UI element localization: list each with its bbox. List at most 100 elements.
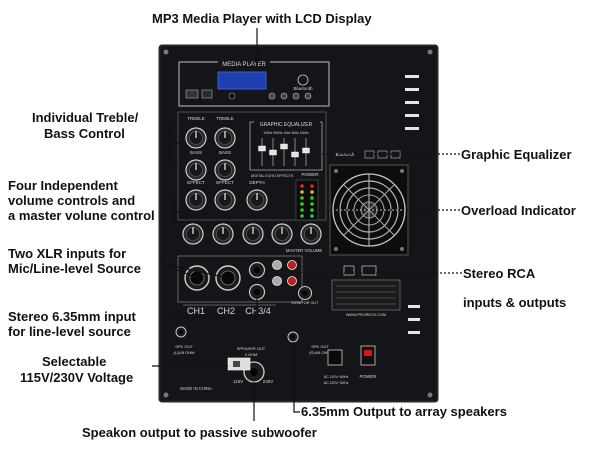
treble-knob[interactable] [214,127,236,149]
monitor-out-label: MONITOR OUT [292,301,320,305]
led-dot [310,208,314,212]
rca-input-left[interactable] [272,260,282,270]
led-dot [310,214,314,218]
volume-knob-ch2[interactable] [212,223,234,245]
jack-callout-line1: Stereo 6.35mm input [8,309,137,324]
made-in-label: MADE IN CHINA [180,386,212,391]
volume-knob-ch1[interactable] [182,223,204,245]
spk-out-left-ohm: (L)4/8 OHM [174,350,195,355]
lcd-display [217,71,267,90]
warning-label: WWW.PRORECK.COM [331,265,401,317]
volume-knob-ch3[interactable] [242,223,264,245]
overload-callout: Overload Indicator [461,203,576,218]
bass-label: BASS [219,150,231,155]
player-button[interactable] [268,92,276,100]
usb-slot[interactable] [185,89,199,99]
treble-knob[interactable] [185,127,207,149]
eq-frequency-labels: 100Hz 300Hz 1kHz 3kHz 10kHz [263,131,309,135]
spk-out-right-ohm: (R)4/8 OHM [309,350,331,355]
rca-input-right[interactable] [287,260,297,270]
bass-knob[interactable] [214,159,236,181]
speaker-out-label: SPEAKER OUT [237,346,266,351]
eq-slider[interactable] [280,138,288,166]
eq-slider[interactable] [269,138,277,166]
ch34-label: CH3/4 [245,306,271,316]
volume-callout-line1: Four Independent [8,178,118,193]
knob-section: TREBLE TREBLE BASS BASS EFFECT EFFECT DE… [177,111,327,221]
sd-slot[interactable] [201,89,213,99]
v230-label: 230V [263,379,274,384]
website-label: WWW.PRORECK.COM [346,313,386,317]
volume-callout-line3: a master volune control [8,208,155,223]
callout-labels: MP3 Media Player with LCD Display Indivi… [8,11,576,440]
digital-echo-label: DIGITAL ECHO EFFECTS [251,174,294,178]
bluetooth-label: Bluetooth [293,86,313,91]
graphic-equalizer-module: GRAPHIC EQUALIZER 100Hz 300Hz 1kHz 3kHz … [249,120,323,171]
panel-screws [163,49,433,398]
voltage-callout-line2: 115V/230V Voltage [20,370,133,385]
treble-label: TREBLE [187,116,205,121]
led-dot [300,190,304,194]
ac-rating-label: AC 110V~60Hz [324,375,349,379]
eq-callout: Graphic Equalizer [461,147,572,162]
power-switch-label: POWER [359,374,377,379]
array-output-callout: 6.35mm Output to array speakers [301,404,507,419]
volume-knob-ch4[interactable] [271,223,293,245]
depth-label: DEPTH [249,180,264,185]
knob-group [182,127,322,245]
effect-knob[interactable] [185,189,207,211]
bottom-connectors: SPK OUT (L)4/8 OHM SPEAKER OUT 4 OHM 115… [174,326,377,391]
eq-slider[interactable] [302,138,310,166]
spk-out-right-label: SPK OUT [311,344,329,349]
cooling-fan [329,164,409,256]
volume-callout-line2: volume controls and [8,193,135,208]
callout-lines [152,28,462,421]
player-button[interactable] [304,92,312,100]
led-dot [310,196,314,200]
remote-sensor [228,92,236,100]
master-volume-label: MASTER VOLUME [286,248,323,253]
ch2-label: CH2 [217,306,235,316]
media-player-module: MEDIA PLAYER Bluetooth [178,60,330,107]
graphic-equalizer-label: GRAPHIC EQUALIZER [260,122,313,128]
eq-slider[interactable] [258,138,266,166]
effect-knob[interactable] [214,189,236,211]
effect-label: EFFECT [187,180,205,185]
v115-label: 115V [233,379,243,384]
input-section: MONITOR OUT [177,255,320,305]
player-button[interactable] [292,92,300,100]
rca-output-left[interactable] [272,276,282,286]
disposal-mark [343,265,355,276]
spk-out-left-label: SPK OUT [175,344,193,349]
treble-callout-line2: Bass Control [44,126,125,141]
bluetooth-icon [297,74,309,86]
led-dot [300,208,304,212]
mp3-callout: MP3 Media Player with LCD Display [152,11,372,26]
led-dot [300,196,304,200]
treble-callout-line1: Individual Treble/ [32,110,139,125]
master-volume-knob[interactable] [300,223,322,245]
player-button[interactable] [280,92,288,100]
led-dot [300,214,304,218]
led-dot [310,190,314,194]
led-dot [300,202,304,206]
vent-slots [405,75,420,334]
speaker-out-ohm: 4 OHM [245,352,258,357]
ce-mark [361,265,377,276]
bass-knob[interactable] [185,159,207,181]
treble-label: TREBLE [216,116,234,121]
ch1-label: CH1 [187,306,205,316]
rca-output-right[interactable] [287,276,297,286]
speakon-callout: Speakon output to passive subwoofer [82,425,317,440]
xlr-callout-line2: Mic/Line-level Source [8,261,141,276]
voltage-callout-line1: Selectable [42,354,106,369]
rca-callout-line1: Stereo RCA [463,266,536,281]
depth-knob[interactable] [246,189,268,211]
ac-inlet[interactable] [327,349,343,366]
eq-slider[interactable] [291,138,299,166]
led-dot [300,184,304,188]
bass-label: BASS [190,150,202,155]
ac-rating-label-2: AC 220V~50Hz [324,381,349,385]
jack-callout-line2: for line-level source [8,324,131,339]
